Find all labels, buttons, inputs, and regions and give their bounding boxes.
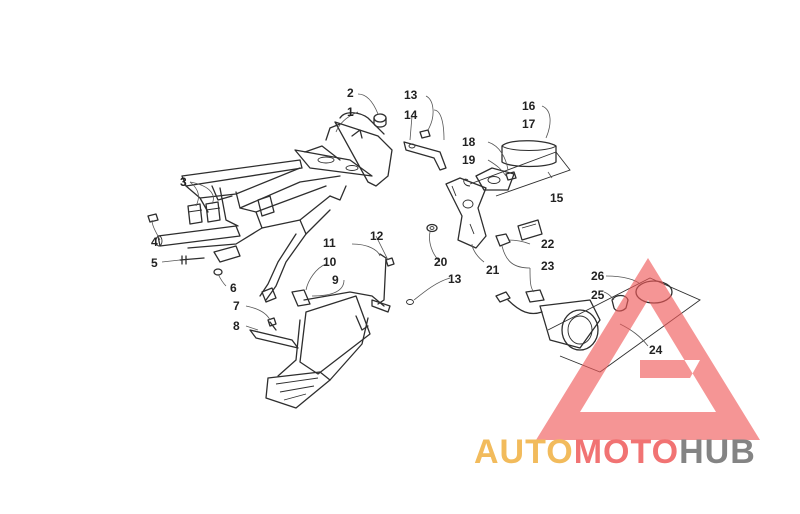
callout-8: 8 <box>233 319 240 333</box>
callout-20: 20 <box>434 255 448 269</box>
turn-signal-24 <box>495 289 601 351</box>
callout-13-upper: 13 <box>404 88 418 102</box>
taillight-housing-18 <box>463 167 515 191</box>
nut-13-upper <box>419 129 431 139</box>
callout-5: 5 <box>151 256 158 270</box>
callout-3: 3 <box>180 175 187 189</box>
nut-22 <box>495 233 511 247</box>
callout-22: 22 <box>541 237 555 251</box>
callout-6: 6 <box>230 281 237 295</box>
taillight-16 <box>501 140 557 168</box>
callout-2: 2 <box>347 86 354 100</box>
rod-11 <box>371 253 391 313</box>
callout-24: 24 <box>649 343 663 357</box>
callout-26: 26 <box>591 269 605 283</box>
callout-19: 19 <box>462 153 476 167</box>
callout-9: 9 <box>332 273 339 287</box>
watermark-auto: AUTO <box>474 433 574 471</box>
callout-21: 21 <box>486 263 500 277</box>
callout-16: 16 <box>522 99 536 113</box>
callout-15: 15 <box>550 191 564 205</box>
leader-lines <box>151 93 649 347</box>
screw-7 <box>267 317 277 331</box>
plate-bracket-21 <box>445 177 487 249</box>
callout-18: 18 <box>462 135 476 149</box>
bushing-2 <box>373 113 387 128</box>
callout-1: 1 <box>347 105 354 119</box>
watermark-hub: HUB <box>679 433 756 471</box>
bracket-14 <box>403 141 447 171</box>
carrier-8 <box>249 289 385 409</box>
callout-25: 25 <box>591 288 605 302</box>
callout-labels: 2 1 3 4 5 6 7 8 9 10 11 12 13 13 14 15 1… <box>151 86 663 357</box>
callout-14: 14 <box>404 108 418 122</box>
callout-10: 10 <box>323 255 337 269</box>
callout-13-lower: 13 <box>448 272 462 286</box>
watermark-moto: MOTO <box>574 433 679 471</box>
callout-4: 4 <box>151 235 158 249</box>
washer-13-lower <box>406 299 414 305</box>
reflector-plane-15 <box>469 151 571 197</box>
callout-11: 11 <box>323 236 336 250</box>
watermark-text: AUTOMOTOHUB <box>474 433 756 471</box>
watermark-triangle-icon <box>536 258 760 440</box>
nut-4 <box>147 213 159 223</box>
bolt-5 <box>179 255 205 265</box>
washer-6 <box>213 268 223 276</box>
plate-light-block <box>517 219 543 241</box>
rear-frame <box>155 112 393 303</box>
callout-7: 7 <box>233 299 240 313</box>
watermark-logo: AUTOMOTOHUB <box>474 258 760 471</box>
callout-17: 17 <box>522 117 536 131</box>
callout-23: 23 <box>541 259 555 273</box>
nut-12 <box>385 257 395 267</box>
callout-12: 12 <box>370 229 384 243</box>
socket-19 <box>505 171 517 181</box>
grommet-20 <box>426 223 438 233</box>
